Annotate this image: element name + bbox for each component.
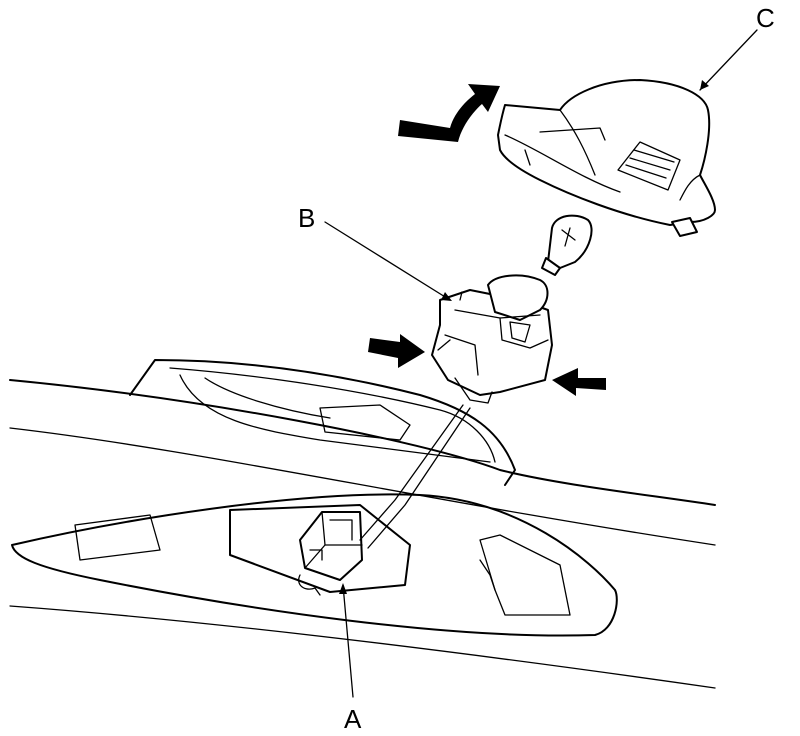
leader-line-c xyxy=(699,29,758,91)
wedge-bulb xyxy=(541,214,593,276)
leader-arrowhead-b xyxy=(441,292,452,301)
removal-arrow xyxy=(398,84,500,142)
lamp-housing-opening xyxy=(11,493,618,637)
leader-line-a xyxy=(342,584,354,698)
trim-panel xyxy=(9,379,716,689)
callout-c: C xyxy=(756,3,775,33)
handle-recess xyxy=(129,359,516,486)
callout-b: B xyxy=(298,203,315,233)
leader-arrowhead-c xyxy=(700,80,709,90)
lens-c xyxy=(497,79,716,237)
squeeze-arrow-right xyxy=(552,368,606,396)
squeeze-arrow-left xyxy=(368,334,425,368)
leader-line-b xyxy=(324,221,451,301)
connector-a xyxy=(298,511,363,596)
harness-wire xyxy=(359,404,471,549)
callout-a: A xyxy=(344,704,362,734)
bulb-socket-b xyxy=(431,274,553,404)
leader-arrowhead-a xyxy=(339,583,347,594)
